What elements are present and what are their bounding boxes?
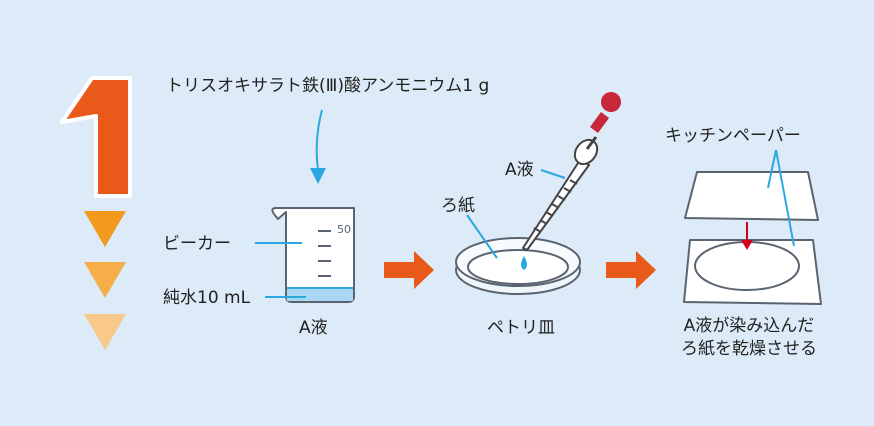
reagent-label: トリスオキサラト鉄(Ⅲ)酸アンモニウム1 g <box>166 76 490 96</box>
petri-dish-icon <box>455 237 581 295</box>
kitchen-paper-label: キッチンペーパー <box>665 126 801 146</box>
drop-icon <box>521 256 527 270</box>
water-fill <box>287 288 353 301</box>
filter-paper-label: ろ紙 <box>441 196 475 216</box>
pipette-bulb <box>601 92 621 112</box>
step-number-glyph <box>60 76 132 198</box>
result-line-2: ろ紙を乾燥させる <box>681 339 817 359</box>
reagent-arrow-icon <box>315 109 323 171</box>
reagent-arrow-head <box>310 168 326 184</box>
pipette-icon <box>522 92 621 251</box>
beaker-label: ビーカー <box>163 234 231 254</box>
press-arrow-head <box>741 240 753 250</box>
step-chevron-icon-2 <box>84 262 126 298</box>
petri-dish-label: ペトリ皿 <box>487 318 555 338</box>
step-chevron-icon-3 <box>84 314 126 350</box>
kitchen-paper-icon <box>683 171 822 305</box>
beaker-scale-label: 50 <box>337 223 351 236</box>
solution-a-label: A液 <box>299 318 328 338</box>
beaker-icon <box>271 207 355 303</box>
filter-paper-leader-line <box>466 214 498 259</box>
kitchen-paper-leader-top <box>767 149 777 189</box>
result-line-1: A液が染み込んだ <box>683 316 815 336</box>
flow-arrow-icon-1 <box>384 251 434 289</box>
kitchen-paper-leader-bottom <box>775 149 795 247</box>
pipette-solution-label: A液 <box>505 160 534 180</box>
pipette-leader-line <box>540 169 566 179</box>
flow-arrow-icon-2 <box>606 251 656 289</box>
filter-paper-disc <box>467 249 569 285</box>
step-chevron-icon-1 <box>84 211 126 247</box>
water-label: 純水10 mL <box>163 288 251 308</box>
